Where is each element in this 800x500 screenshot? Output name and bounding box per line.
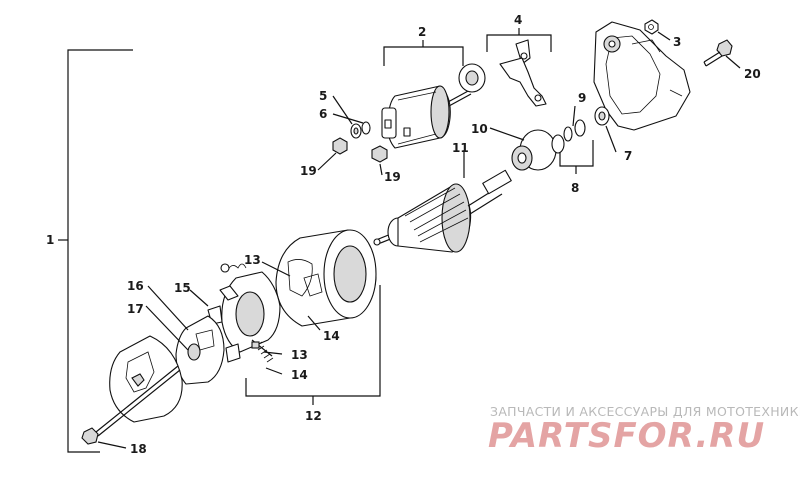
bracket-12 — [245, 285, 381, 405]
bracket-4 — [486, 28, 552, 52]
label-3: 3 — [673, 35, 681, 49]
assembly-bracket-1 — [58, 49, 133, 453]
bracket-2 — [383, 40, 464, 66]
washer-parts-5-6 — [332, 95, 371, 139]
label-2: 2 — [418, 25, 426, 39]
end-frame-part — [109, 335, 183, 423]
label-8: 8 — [571, 181, 579, 195]
label-10: 10 — [471, 122, 488, 136]
overrunning-clutch-part — [489, 127, 565, 171]
label-20: 20 — [744, 67, 761, 81]
armature-part — [373, 150, 512, 253]
label-17: 17 — [127, 302, 144, 316]
yoke-part — [275, 229, 377, 327]
label-5: 5 — [319, 89, 327, 103]
nut-parts-19 — [317, 137, 388, 176]
label-11: 11 — [452, 141, 469, 155]
label-13-upper: 13 — [244, 253, 261, 267]
bolt-part-20 — [703, 39, 741, 69]
solenoid-part — [381, 63, 486, 149]
brush-plate-part — [175, 315, 225, 385]
leader-lines — [145, 261, 321, 375]
shift-lever-part — [499, 39, 547, 107]
label-14-upper: 14 — [323, 329, 340, 343]
label-13-lower: 13 — [291, 348, 308, 362]
label-9: 9 — [578, 91, 586, 105]
label-6: 6 — [319, 107, 327, 121]
label-19-right: 19 — [384, 170, 401, 184]
bracket-8 — [559, 140, 594, 174]
ring-parts-9-7 — [563, 105, 617, 153]
label-7: 7 — [624, 149, 632, 163]
label-16: 16 — [127, 279, 144, 293]
label-12: 12 — [305, 409, 322, 423]
label-1: 1 — [46, 233, 54, 247]
nut-part-3 — [644, 19, 671, 41]
label-19-left: 19 — [300, 164, 317, 178]
label-18: 18 — [130, 442, 147, 456]
label-14-lower: 14 — [291, 368, 308, 382]
brush-holder-part — [207, 263, 281, 363]
part-labels: 1 2 3 4 5 6 7 8 9 10 11 12 13 13 14 14 1… — [46, 13, 761, 456]
label-15: 15 — [174, 281, 191, 295]
watermark-subtitle: ЗАПЧАСТИ И АКСЕССУАРЫ ДЛЯ МОТОТЕХНИКИ — [490, 404, 800, 419]
label-4: 4 — [514, 13, 522, 27]
watermark-logo: PARTSFOR.RU — [488, 416, 766, 456]
through-bolt-part — [81, 365, 181, 449]
